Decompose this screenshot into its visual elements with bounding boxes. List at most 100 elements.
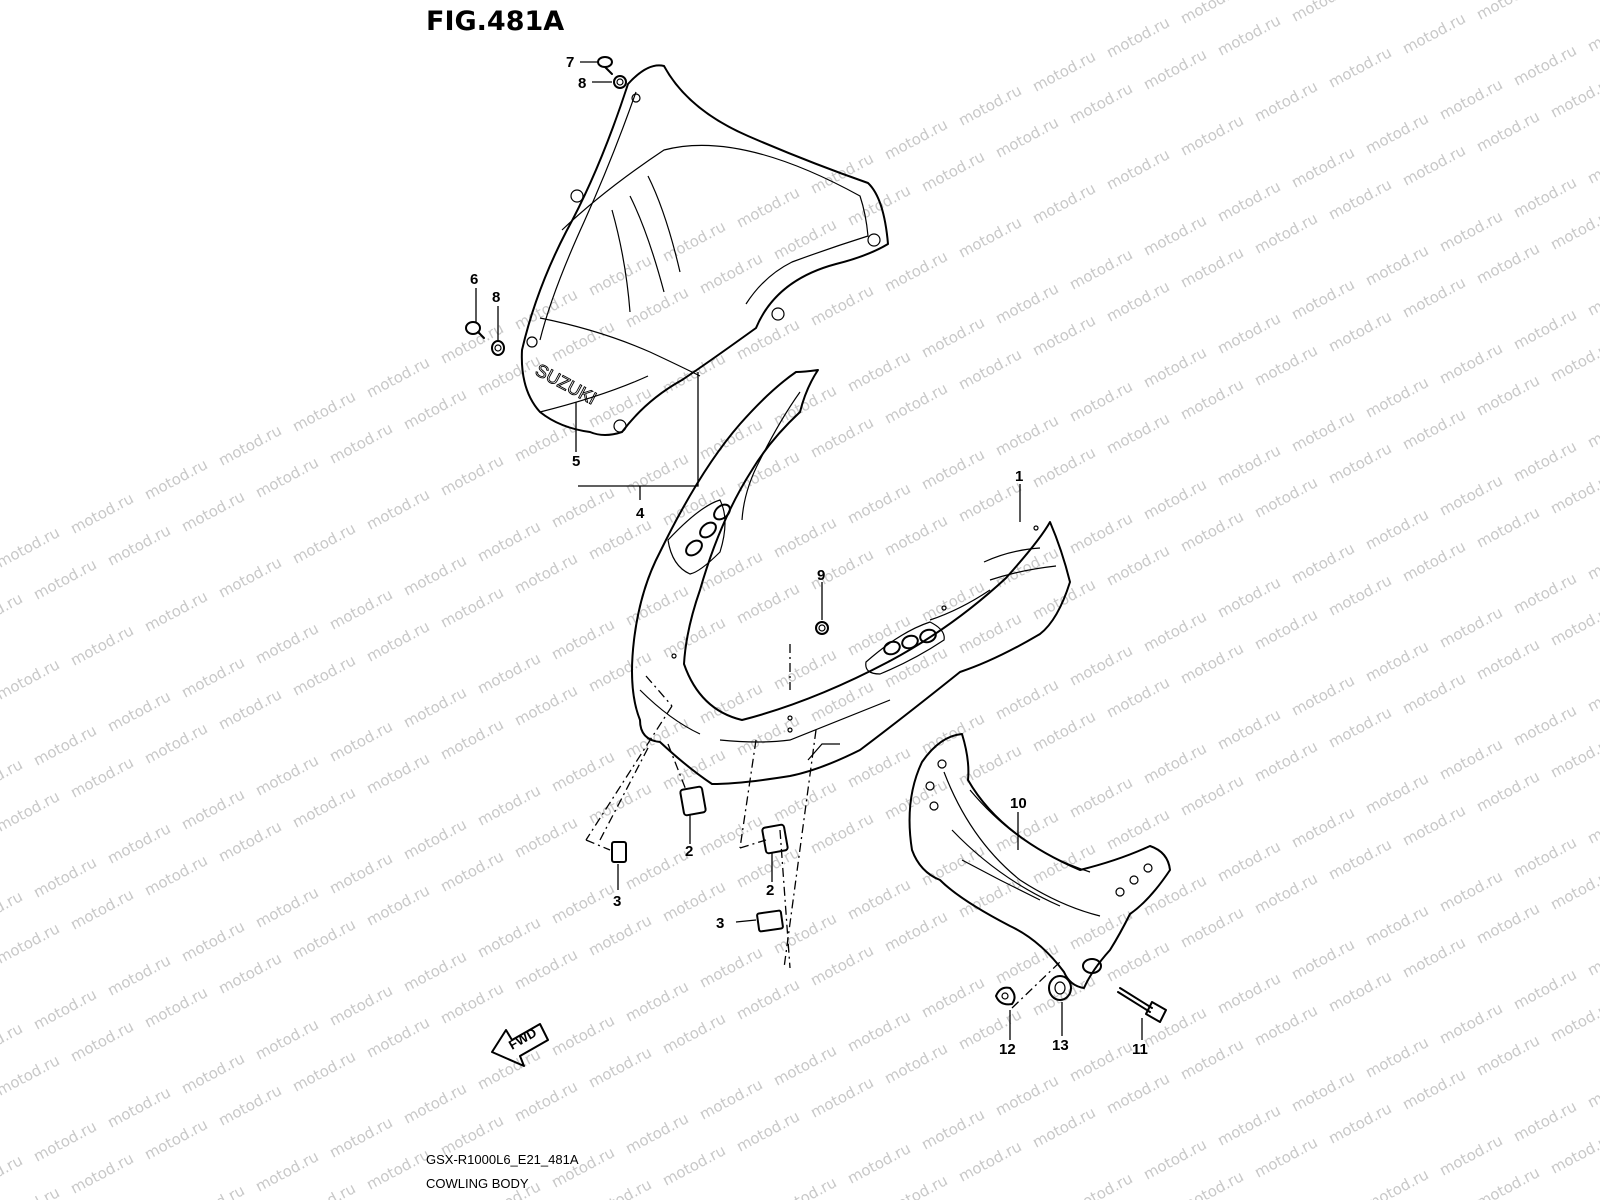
watermark-text: motod.ru	[844, 1007, 913, 1055]
watermark-text: motod.ru	[1473, 635, 1542, 683]
watermark-text: motod.ru	[1436, 1131, 1505, 1179]
watermark-text: motod.ru	[67, 1149, 136, 1197]
watermark-text: motod.ru	[1066, 1169, 1135, 1200]
screw-7	[597, 56, 613, 75]
watermark-text: motod.ru	[881, 115, 950, 163]
watermark-text: motod.ru	[918, 313, 987, 361]
well-nut-8-top	[613, 75, 627, 89]
watermark-text: motod.ru	[1362, 1165, 1431, 1200]
watermark-text: motod.ru	[67, 885, 136, 933]
watermark-text: motod.ru	[1325, 571, 1394, 619]
watermark-text: motod.ru	[622, 449, 691, 497]
watermark-text: motod.ru	[1214, 705, 1283, 753]
watermark-text: motod.ru	[0, 589, 26, 637]
watermark-text: motod.ru	[1436, 339, 1505, 387]
watermark-text: motod.ru	[252, 1147, 321, 1195]
watermark-text: motod.ru	[807, 1073, 876, 1121]
watermark-text: motod.ru	[1473, 0, 1542, 24]
watermark-text: motod.ru	[992, 675, 1061, 723]
watermark-text: motod.ru	[511, 681, 580, 729]
watermark-text: motod.ru	[437, 451, 506, 499]
watermark-text: motod.ru	[1288, 935, 1357, 983]
watermark-text: motod.ru	[659, 217, 728, 265]
callout-9: 9	[817, 567, 825, 584]
callout-12: 12	[999, 1041, 1016, 1058]
watermark-text: motod.ru	[326, 585, 395, 633]
leader-lines	[475, 61, 1143, 1040]
watermark-text: motod.ru	[548, 1011, 617, 1059]
watermark-text: motod.ru	[437, 979, 506, 1027]
watermark-text: motod.ru	[585, 515, 654, 563]
watermark-text: motod.ru	[1177, 111, 1246, 159]
watermark-text: motod.ru	[696, 1075, 765, 1123]
watermark-text: motod.ru	[178, 1181, 247, 1200]
watermark-text: motod.ru	[0, 1183, 63, 1200]
watermark-text: motod.ru	[1288, 803, 1357, 851]
watermark-text: motod.ru	[992, 411, 1061, 459]
watermark-text: motod.ru	[1547, 337, 1600, 385]
watermark-text: motod.ru	[955, 345, 1024, 393]
watermark-text: motod.ru	[1140, 739, 1209, 787]
watermark-text: motod.ru	[1177, 771, 1246, 819]
watermark-text: motod.ru	[1399, 141, 1468, 189]
watermark-text: motod.ru	[1103, 277, 1172, 325]
watermark-text: motod.ru	[178, 917, 247, 965]
watermark-text: motod.ru	[104, 951, 173, 999]
watermark-text: motod.ru	[1214, 309, 1283, 357]
watermark-text: motod.ru	[1103, 1069, 1172, 1117]
watermark-text: motod.ru	[696, 415, 765, 463]
watermark-text: motod.ru	[1436, 999, 1505, 1047]
watermark-text: motod.ru	[807, 941, 876, 989]
watermark-text: motod.ru	[1399, 273, 1468, 321]
watermark-text: motod.ru	[1325, 175, 1394, 223]
watermark-text: motod.ru	[1140, 211, 1209, 259]
watermark-text: motod.ru	[1177, 243, 1246, 291]
watermark-text: motod.ru	[511, 549, 580, 597]
watermark-text: motod.ru	[548, 1143, 617, 1191]
watermark-text: motod.ru	[1177, 507, 1246, 555]
watermark-text: motod.ru	[1066, 773, 1135, 821]
watermark-text: motod.ru	[659, 613, 728, 661]
watermark-text: motod.ru	[289, 651, 358, 699]
watermark-text: motod.ru	[1436, 471, 1505, 519]
watermark-text: motod.ru	[363, 749, 432, 797]
watermark-text: motod.ru	[548, 317, 617, 365]
watermark-text: motod.ru	[659, 1009, 728, 1057]
callout-4: 4	[636, 505, 645, 522]
watermark-text: motod.ru	[363, 353, 432, 401]
watermark-text: motod.ru	[1288, 1067, 1357, 1115]
watermark-text: motod.ru	[992, 1071, 1061, 1119]
watermark-text: motod.ru	[770, 777, 839, 825]
watermark-text: motod.ru	[844, 875, 913, 923]
watermark-text: motod.ru	[252, 883, 321, 931]
watermark-text: motod.ru	[1140, 45, 1209, 93]
callout-2-left: 2	[685, 843, 693, 860]
watermark-text: motod.ru	[918, 147, 987, 195]
watermark-text: motod.ru	[1103, 805, 1172, 853]
watermark-text: motod.ru	[622, 977, 691, 1025]
watermark-text: motod.ru	[1140, 1003, 1209, 1051]
watermark-text: motod.ru	[141, 983, 210, 1031]
watermark-text: motod.ru	[881, 907, 950, 955]
watermark-text: motod.ru	[104, 819, 173, 867]
callout-5: 5	[572, 453, 580, 470]
watermark-text: motod.ru	[918, 445, 987, 493]
nut-9	[815, 621, 829, 635]
watermark-text: motod.ru	[178, 653, 247, 701]
watermark-text: motod.ru	[1140, 343, 1209, 391]
watermark-text: motod.ru	[1584, 271, 1600, 319]
watermark-text: motod.ru	[1029, 311, 1098, 359]
watermark-text: motod.ru	[1436, 207, 1505, 255]
cushion-2-left	[679, 785, 707, 817]
callout-3-lower: 3	[716, 915, 724, 932]
windscreen: SUZUKI	[520, 64, 889, 436]
watermark-text: motod.ru	[178, 1049, 247, 1097]
watermark-text: motod.ru	[474, 517, 543, 565]
watermark-text: motod.ru	[918, 577, 987, 625]
watermark-text: motod.ru	[1547, 733, 1600, 781]
watermark-text: motod.ru	[1103, 145, 1172, 193]
watermark-text: motod.ru	[1584, 931, 1600, 979]
watermark-text: motod.ru	[992, 113, 1061, 161]
watermark-text: motod.ru	[733, 1107, 802, 1155]
